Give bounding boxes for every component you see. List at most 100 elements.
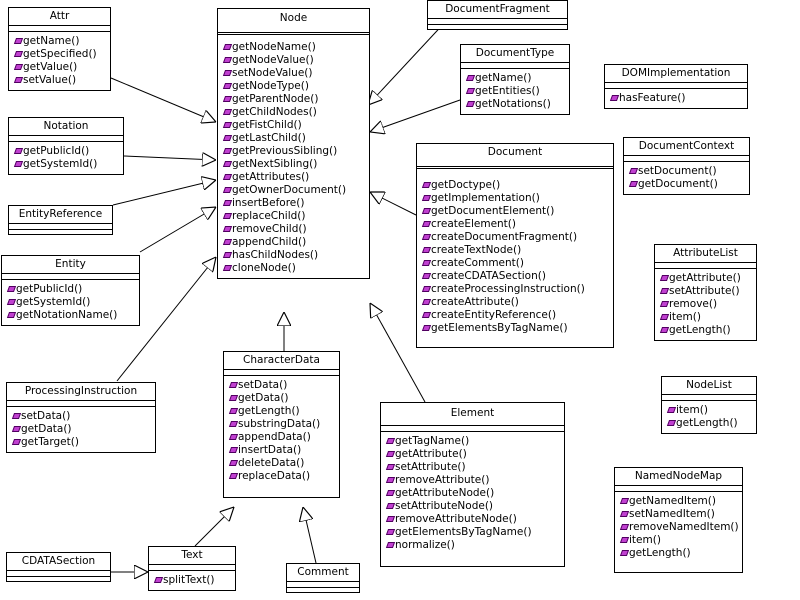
class-element: Element getTagName() getAttribute() setA… [380, 402, 565, 567]
class-name: Node [218, 9, 369, 35]
method-item: setData() [230, 379, 336, 392]
class-notation: Notation getPublicId() getSystemId() [8, 117, 124, 175]
method-item: getAttribute() [387, 448, 561, 461]
method-item: getSpecified() [15, 48, 107, 61]
class-name: DOMImplementation [605, 65, 747, 83]
arrow-attr-node [110, 77, 216, 122]
arrow-documentfragment-node [368, 18, 449, 105]
method-item: getNotations() [467, 98, 566, 111]
method-item: substringData() [230, 418, 336, 431]
method-item: hasChildNodes() [224, 249, 366, 262]
method-item: getData() [13, 423, 152, 436]
attributes-compartment [7, 401, 155, 407]
method-item: getPublicId() [15, 145, 120, 158]
method-item: createDocumentFragment() [423, 231, 610, 244]
class-comment: Comment [286, 563, 360, 593]
methods-compartment [7, 577, 110, 581]
attributes-compartment [428, 19, 567, 25]
class-attribute-list: AttributeList getAttribute() setAttribut… [654, 244, 757, 341]
methods-list: splitText() [149, 571, 235, 590]
method-item: getName() [467, 72, 566, 85]
method-item: appendData() [230, 431, 336, 444]
method-item: getLength() [661, 324, 753, 337]
attributes-compartment [9, 136, 123, 142]
class-document-fragment: DocumentFragment [427, 0, 568, 30]
attributes-compartment [615, 486, 742, 492]
class-name: CDATASection [7, 553, 110, 571]
attributes-compartment [9, 26, 110, 32]
method-item: getLastChild() [224, 132, 366, 145]
class-name: Text [149, 547, 235, 565]
methods-list: getName() getEntities() getNotations() [461, 69, 569, 114]
method-item: insertData() [230, 444, 336, 457]
method-item: getTagName() [387, 435, 561, 448]
class-dom-implementation: DOMImplementation hasFeature() [604, 64, 748, 109]
method-item: createCDATASection() [423, 270, 610, 283]
method-item: getNextSibling() [224, 158, 366, 171]
method-item: getNodeType() [224, 80, 366, 93]
method-item: setData() [13, 410, 152, 423]
attributes-compartment [287, 582, 359, 588]
method-item: getNodeValue() [224, 54, 366, 67]
class-named-node-map: NamedNodeMap getNamedItem() setNamedItem… [614, 467, 743, 573]
method-item: hasFeature() [611, 92, 744, 105]
method-item: getAttributes() [224, 171, 366, 184]
class-name: CharacterData [224, 352, 339, 370]
arrow-document-node [370, 192, 417, 216]
class-node-list: NodeList item() getLength() [661, 376, 757, 434]
class-text: Text splitText() [148, 546, 236, 591]
method-item: cloneNode() [224, 262, 366, 275]
arrow-processinginstruction-node [116, 257, 216, 382]
methods-list: item() getLength() [662, 401, 756, 433]
method-item: appendChild() [224, 236, 366, 249]
method-item: replaceChild() [224, 210, 366, 223]
class-document: Document getDoctype() getImplementation(… [416, 143, 614, 348]
method-item: splitText() [155, 574, 232, 587]
methods-list: setData() getData() getLength() substrin… [224, 376, 339, 497]
class-name: DocumentContext [624, 138, 749, 156]
method-item: createComment() [423, 257, 610, 270]
methods-list: getNamedItem() setNamedItem() removeName… [615, 492, 742, 572]
method-item: getValue() [15, 61, 107, 74]
attributes-compartment [624, 156, 749, 162]
attributes-compartment [224, 370, 339, 376]
methods-list: getTagName() getAttribute() setAttribute… [381, 432, 564, 566]
methods-list: setData() getData() getTarget() [7, 407, 155, 452]
method-item: setDocument() [630, 165, 746, 178]
method-item: normalize() [387, 539, 561, 552]
method-item: setAttributeNode() [387, 500, 561, 513]
method-item: getNotationName() [8, 309, 136, 322]
method-item: getLength() [621, 547, 739, 560]
method-item: getElementsByTagName() [423, 322, 610, 335]
class-name: DocumentFragment [428, 1, 567, 19]
method-item: removeChild() [224, 223, 366, 236]
arrow-entity-node [139, 207, 216, 253]
attributes-compartment [7, 571, 110, 577]
methods-list: getPublicId() getSystemId() [9, 142, 123, 174]
method-item: getAttributeNode() [387, 487, 561, 500]
class-processing-instruction: ProcessingInstruction setData() getData(… [6, 382, 156, 453]
method-item: remove() [661, 298, 753, 311]
methods-list: getName() getSpecified() getValue() setV… [9, 32, 110, 90]
method-item: getEntities() [467, 85, 566, 98]
methods-list: getNodeName() getNodeValue() setNodeValu… [218, 35, 369, 278]
methods-list: hasFeature() [605, 89, 747, 108]
method-item: deleteData() [230, 457, 336, 470]
class-entity: Entity getPublicId() getSystemId() getNo… [1, 255, 140, 326]
attributes-compartment [461, 63, 569, 69]
class-name: Notation [9, 118, 123, 136]
method-item: getDocument() [630, 178, 746, 191]
method-item: getTarget() [13, 436, 152, 449]
class-character-data: CharacterData setData() getData() getLen… [223, 351, 340, 498]
class-cdata-section: CDATASection [6, 552, 111, 582]
method-item: getNodeName() [224, 41, 366, 54]
method-item: createEntityReference() [423, 309, 610, 322]
method-item: setNamedItem() [621, 508, 739, 521]
class-name: Comment [287, 564, 359, 582]
method-item: setNodeValue() [224, 67, 366, 80]
arrow-notation-node [123, 156, 216, 160]
class-name: AttributeList [655, 245, 756, 263]
class-entity-reference: EntityReference [8, 205, 113, 235]
class-name: DocumentType [461, 45, 569, 63]
